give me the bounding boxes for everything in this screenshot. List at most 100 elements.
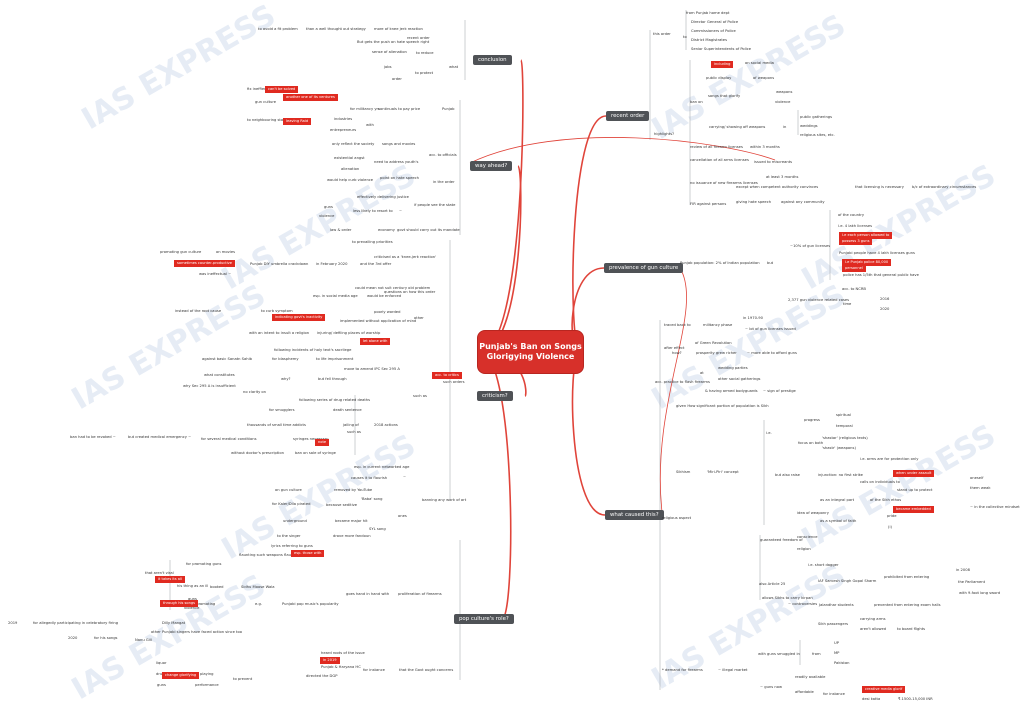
mindmap-node[interactable]: weapons	[776, 90, 793, 94]
mindmap-node[interactable]: ban on	[690, 100, 703, 104]
mindmap-node[interactable]: pride	[887, 514, 897, 518]
mindmap-node[interactable]: causes it to flourish	[351, 476, 388, 480]
mindmap-node[interactable]: of weapons	[753, 76, 775, 80]
mindmap-node[interactable]: lyrics referring to guns	[271, 544, 313, 548]
mindmap-node[interactable]: prosperity grew richer	[696, 351, 737, 355]
mindmap-node[interactable]: at	[700, 371, 704, 375]
mindmap-node[interactable]: in 1970-90	[743, 316, 763, 320]
mindmap-node[interactable]: calls on individuals to	[860, 480, 900, 484]
highlight-note[interactable]: it takes its all	[155, 576, 185, 583]
mindmap-node[interactable]: idea of weaponry	[797, 511, 829, 515]
mindmap-node[interactable]: for promoting	[190, 602, 216, 606]
mindmap-node[interactable]: public gatherings	[800, 115, 833, 119]
mindmap-node[interactable]: banning any work of art	[422, 498, 467, 502]
mindmap-node[interactable]: carrying/ showing off weapons	[709, 125, 766, 129]
mindmap-node[interactable]: 'Miri-Piri' concept	[707, 470, 739, 474]
highlight-note[interactable]: when under assault	[893, 470, 935, 477]
mindmap-node[interactable]: acc. to officials	[429, 153, 457, 157]
highlight-note[interactable]: sometimes counter-productive	[174, 260, 235, 267]
mindmap-node[interactable]: ones	[398, 514, 407, 518]
mindmap-node[interactable]: 2020	[880, 307, 890, 311]
mindmap-node[interactable]: for blasphemy	[272, 357, 299, 361]
mindmap-node[interactable]: desi katta	[862, 697, 881, 701]
highlight-note[interactable]: i.e Punjab police 80,000	[842, 259, 892, 266]
mindmap-node[interactable]: criticised as a 'knee-jerk reaction'	[374, 255, 437, 259]
mindmap-node[interactable]: but created medical emergency ~	[128, 435, 192, 439]
mindmap-node[interactable]: that licensing is necessary	[855, 185, 904, 189]
mindmap-node[interactable]: on gun culture	[275, 488, 302, 492]
mindmap-node[interactable]: guaranteed freedom of	[760, 538, 803, 542]
mindmap-node[interactable]: that aren't viral	[145, 571, 174, 575]
mindmap-node[interactable]: songs and movies	[382, 142, 416, 146]
mindmap-node[interactable]: as a symbol of faith	[820, 519, 857, 523]
mindmap-node[interactable]: questions on how this order	[384, 290, 436, 294]
mindmap-node[interactable]: thousands of small time addicts	[247, 423, 306, 427]
mindmap-node[interactable]: the Parliament	[958, 580, 986, 584]
mindmap-node[interactable]: & having armed bodyguards	[705, 389, 758, 393]
mindmap-node[interactable]: allows Sikhs to carry kirpan	[762, 596, 813, 600]
mindmap-node[interactable]: as an integral part	[820, 498, 855, 502]
mindmap-node[interactable]: ~ lot of gun licenses issued	[745, 327, 796, 331]
mindmap-node[interactable]: alienation	[341, 167, 360, 171]
mindmap-node[interactable]: oneself	[970, 476, 984, 480]
mindmap-node[interactable]: liquor	[156, 661, 167, 665]
mindmap-node[interactable]: to reduce	[416, 51, 434, 55]
mindmap-node[interactable]: 2019	[8, 621, 18, 625]
highlight-note[interactable]: acc. to critics	[432, 372, 462, 379]
mindmap-node[interactable]: how?	[672, 351, 682, 355]
mindmap-node[interactable]: in	[783, 125, 787, 129]
mindmap-node[interactable]: instead of the root cause	[175, 309, 222, 313]
mindmap-node[interactable]: 2016	[880, 297, 890, 301]
mindmap-node[interactable]: ₹.1500-15,000 INR	[898, 697, 933, 701]
mindmap-node[interactable]: esp. in current networked age	[354, 465, 410, 469]
mindmap-node[interactable]: Sidhu Moose Wala	[241, 585, 275, 589]
mindmap-node[interactable]: jobs	[384, 65, 392, 69]
mindmap-node[interactable]: other	[414, 316, 424, 320]
mindmap-node[interactable]: i.e.	[766, 431, 772, 435]
mindmap-node[interactable]: to prevailing priorities	[352, 240, 393, 244]
highlight-note[interactable]: including	[711, 61, 734, 68]
mindmap-node[interactable]: giving hate speech	[736, 200, 772, 204]
mindmap-node[interactable]: SYL song	[369, 527, 386, 531]
mindmap-node[interactable]: was ineffectual ~	[199, 272, 232, 276]
mindmap-node[interactable]: issued to miscreants	[754, 160, 793, 164]
mindmap-node[interactable]: to protect	[415, 71, 434, 75]
mindmap-node[interactable]: for allegedly participating in celebrato…	[33, 621, 119, 625]
mindmap-node[interactable]: from	[812, 652, 821, 656]
mindmap-node[interactable]: ~10% of gun licenses	[790, 244, 831, 248]
mindmap-node[interactable]: prohibited from entering	[884, 575, 930, 579]
mindmap-node[interactable]: fix ineffiency	[247, 87, 271, 91]
branch-caused[interactable]: what caused this?	[605, 510, 664, 520]
mindmap-node[interactable]: Sikhism	[676, 470, 691, 474]
mindmap-node[interactable]: time	[843, 302, 852, 306]
mindmap-node[interactable]: stand up to protect	[897, 488, 933, 492]
mindmap-node[interactable]: ~ guns now	[760, 685, 782, 689]
mindmap-node[interactable]: other Punjabi singers have faced action …	[151, 630, 242, 634]
mindmap-node[interactable]: religion	[797, 547, 811, 551]
mindmap-node[interactable]: continuals to pay price	[378, 107, 421, 111]
mindmap-node[interactable]: (i)	[888, 525, 892, 529]
mindmap-node[interactable]: highlights?	[654, 132, 675, 136]
mindmap-node[interactable]: also Article 25	[759, 582, 786, 586]
mindmap-node[interactable]: of Green Revolution	[695, 341, 732, 345]
mindmap-node[interactable]: his thing as an ill	[177, 584, 209, 588]
mindmap-node[interactable]: only reflect the society	[332, 142, 375, 146]
mindmap-node[interactable]: IAF Sarvesh Singh Gopal Sharm	[818, 579, 877, 583]
mindmap-node[interactable]: religious aspect	[662, 516, 692, 520]
highlight-note[interactable]: through his songs	[160, 600, 199, 607]
mindmap-node[interactable]: what	[449, 65, 459, 69]
mindmap-node[interactable]: ~ in the collective mindset	[970, 505, 1020, 509]
mindmap-node[interactable]: within 3 months	[750, 145, 780, 149]
mindmap-node[interactable]: Punjab	[442, 107, 455, 111]
mindmap-node[interactable]: would help curb violence	[327, 178, 374, 182]
mindmap-node[interactable]: underground	[283, 519, 307, 523]
mindmap-node[interactable]: recent order	[407, 36, 430, 40]
mindmap-node[interactable]: against basic Sanatn Sahib	[202, 357, 252, 361]
mindmap-node[interactable]: aren't allowed	[860, 627, 887, 631]
mindmap-node[interactable]: songs that glorify	[708, 94, 741, 98]
mindmap-node[interactable]: directed the DGP	[306, 674, 338, 678]
mindmap-node[interactable]: this order	[653, 32, 671, 36]
highlight-note[interactable]: another one of its ventures	[283, 94, 338, 101]
mindmap-node[interactable]: ~ sign of prestige	[763, 389, 796, 393]
mindmap-node[interactable]: other social gatherings	[718, 377, 761, 381]
